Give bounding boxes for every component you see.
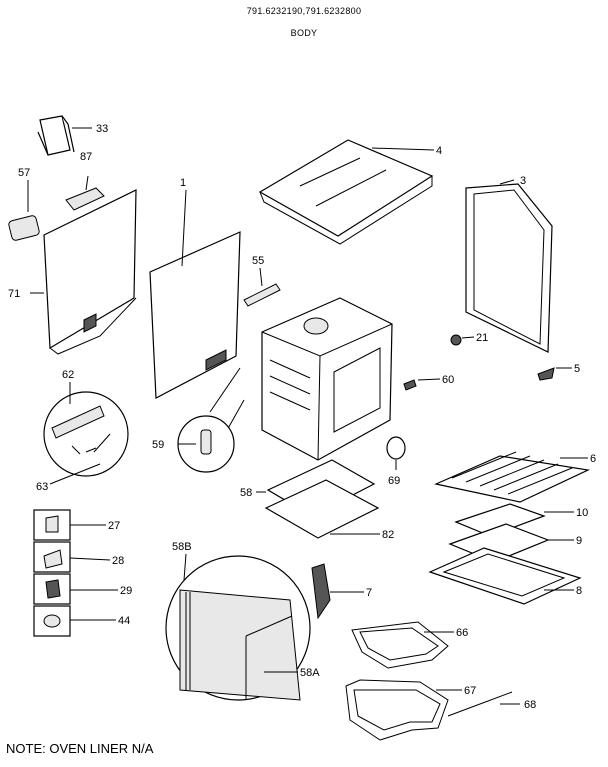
part-21-clip <box>450 334 475 346</box>
part-82-frame <box>264 479 380 539</box>
part-4-cooktop <box>258 139 435 245</box>
callout-62: 62 <box>62 369 74 381</box>
part-71-back-panel <box>30 189 137 355</box>
part-87-block <box>65 175 105 211</box>
callout-33: 33 <box>96 123 108 135</box>
oven-body <box>261 297 393 461</box>
callout-21: 21 <box>476 332 488 344</box>
part-68-wire <box>447 691 520 717</box>
part-59-detail <box>177 367 245 473</box>
callout-58b: 58B <box>172 541 192 553</box>
callout-59: 59 <box>152 439 164 451</box>
callout-55: 55 <box>252 255 264 267</box>
callout-58: 58 <box>240 487 252 499</box>
part-58a-58b-detail <box>165 553 311 701</box>
callout-67: 67 <box>464 685 476 697</box>
callout-82: 82 <box>382 529 394 541</box>
callout-66: 66 <box>456 627 468 639</box>
callout-5: 5 <box>574 363 580 375</box>
part-5-leg-leveler <box>537 367 572 381</box>
section-title: BODY <box>290 28 318 38</box>
oven-liner-note: NOTE: OVEN LINER N/A <box>6 741 154 756</box>
callout-3: 3 <box>520 175 526 187</box>
part-33-bracket <box>37 115 92 156</box>
callout-71: 71 <box>8 288 20 300</box>
callout-28: 28 <box>112 555 124 567</box>
callout-57: 57 <box>18 167 30 179</box>
callout-58a: 58A <box>300 667 320 679</box>
callout-1: 1 <box>180 177 186 189</box>
callout-68: 68 <box>524 699 536 711</box>
part-66-bake-element <box>351 621 454 669</box>
callout-29: 29 <box>120 585 132 597</box>
callout-60: 60 <box>442 374 454 386</box>
model-numbers: 791.6232190,791.6232800 <box>246 6 362 16</box>
part-3-side-panel <box>465 179 553 353</box>
part-55-strip <box>243 267 281 307</box>
part-57-lens <box>8 180 40 241</box>
callout-10: 10 <box>576 507 588 519</box>
callout-44: 44 <box>118 615 130 627</box>
part-69-ring <box>386 436 406 470</box>
callout-27: 27 <box>108 520 120 532</box>
callout-8: 8 <box>576 585 582 597</box>
part-7-bracket <box>311 563 364 620</box>
part-60-clip <box>403 378 441 391</box>
callout-69: 69 <box>388 475 400 487</box>
part-1-side-panel <box>149 189 241 399</box>
callout-4: 4 <box>436 145 442 157</box>
part-10-broil-pan-insert <box>454 503 574 537</box>
callout-7: 7 <box>366 587 372 599</box>
part-67-broil-element <box>345 679 462 741</box>
callout-63: 63 <box>36 481 48 493</box>
part-8-drawer <box>428 547 582 605</box>
part-62-63-detail <box>43 382 129 485</box>
callout-9: 9 <box>576 535 582 547</box>
part-6-oven-rack <box>434 451 591 503</box>
callout-87: 87 <box>80 151 92 163</box>
small-parts-boxes <box>33 509 118 637</box>
callout-6: 6 <box>590 453 596 465</box>
